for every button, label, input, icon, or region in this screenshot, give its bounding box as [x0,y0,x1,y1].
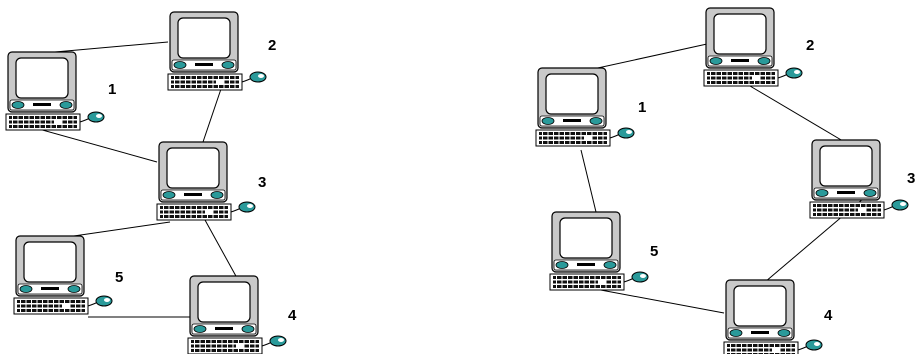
computer-3-icon [157,142,255,220]
computer-1-icon [536,68,634,146]
computer-5-icon [550,212,648,290]
network-right: 1 2 3 4 5 [536,8,915,354]
network-left: 1 2 3 4 5 [6,12,297,354]
computer-5-icon [14,236,112,314]
node-label-2: 2 [268,37,276,54]
computer-4-icon [188,276,286,354]
network-1-link-4-5 [590,288,724,313]
node-label-5: 5 [115,269,123,286]
node-label-1: 1 [638,99,646,116]
computer-4-icon [724,280,822,354]
computer-2-icon [168,12,266,90]
network-0-link-1-3 [28,126,157,162]
node-label-4: 4 [288,307,297,324]
computer-1-icon [6,52,104,130]
network-0-link-1-2 [55,42,168,52]
network-1-link-1-2 [584,44,707,71]
node-label-3: 3 [258,174,266,191]
network-0-link-3-4 [205,220,237,278]
network-0-link-2-3 [203,86,222,142]
node-label-5: 5 [650,243,658,260]
network-1-link-2-3 [750,86,848,144]
node-label-3: 3 [907,170,915,187]
computer-3-icon [810,140,908,218]
node-label-4: 4 [824,307,833,324]
network-1-link-5-1 [581,150,596,212]
node-label-1: 1 [108,81,116,98]
computer-2-icon [704,8,802,86]
node-label-2: 2 [806,37,814,54]
